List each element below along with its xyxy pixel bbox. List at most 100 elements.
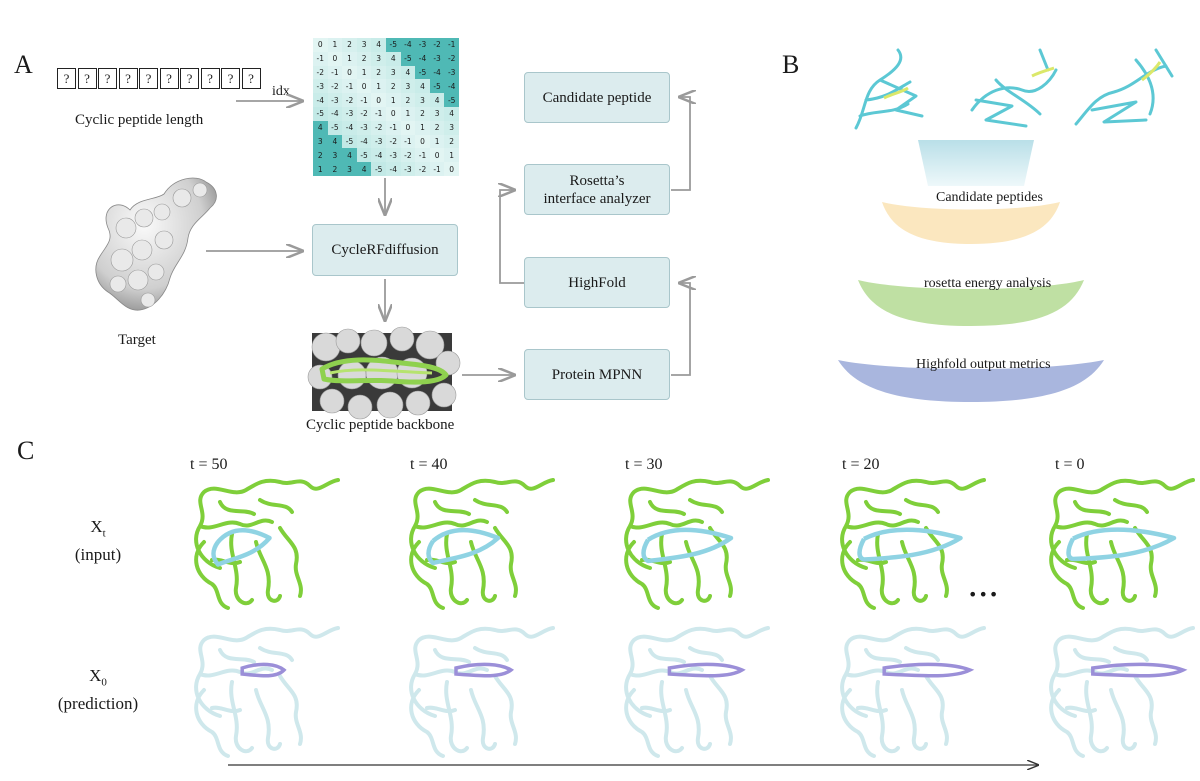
matrix-cell: -2 xyxy=(342,93,357,107)
matrix-cell: -5 xyxy=(327,120,343,135)
timestep-50: t = 50 xyxy=(190,456,228,473)
input-structure-2 xyxy=(624,478,770,610)
matrix-cell: -4 xyxy=(429,65,445,80)
matrix-cell: 4 xyxy=(444,107,459,121)
matrix-cell: -2 xyxy=(400,148,416,163)
sequence-cell: ? xyxy=(180,68,199,89)
matrix-cell: 1 xyxy=(356,65,372,80)
matrix-cell: -4 xyxy=(342,120,357,135)
timestep-20: t = 20 xyxy=(842,456,880,473)
matrix-cell: 3 xyxy=(342,162,357,176)
target-label: Target xyxy=(118,332,156,348)
matrix-cell: -3 xyxy=(415,38,430,52)
matrix-cell: -3 xyxy=(327,93,343,107)
matrix-cell: 1 xyxy=(327,38,343,52)
matrix-cell: 0 xyxy=(342,65,357,80)
matrix-cell: -3 xyxy=(342,107,357,121)
panel-c-label: C xyxy=(17,436,35,465)
prediction-structure-0 xyxy=(194,626,340,758)
matrix-cell: -5 xyxy=(342,134,357,149)
matrix-cell: 0 xyxy=(386,107,401,121)
matrix-cell: 2 xyxy=(313,148,328,163)
target-protein-surface xyxy=(95,177,217,311)
matrix-cell: 2 xyxy=(386,79,401,94)
matrix-cell: 0 xyxy=(429,148,445,163)
matrix-cell: 3 xyxy=(356,38,372,52)
panel-a-label: A xyxy=(14,50,33,79)
cyclic-peptide-backbone-image xyxy=(307,326,461,420)
sequence-cell: ? xyxy=(118,68,138,89)
matrix-cell: 3 xyxy=(415,93,430,107)
highfold-box: HighFold xyxy=(524,257,670,308)
timestep-30: t = 30 xyxy=(625,456,663,473)
row1-subscript: t xyxy=(102,527,106,540)
row1-note: (input) xyxy=(74,545,122,565)
matrix-cell: 4 xyxy=(371,38,386,52)
matrix-cell: 0 xyxy=(327,51,343,66)
prediction-structure-4 xyxy=(1049,626,1195,758)
matrix-cell: 3 xyxy=(327,148,343,163)
matrix-cell: -1 xyxy=(415,148,430,163)
matrix-cell: -1 xyxy=(371,107,386,121)
matrix-cell: -2 xyxy=(327,79,343,94)
row2-note: (prediction) xyxy=(57,694,139,714)
matrix-cell: -2 xyxy=(429,38,445,52)
funnel-label-rosetta: rosetta energy analysis xyxy=(924,276,1052,291)
matrix-cell: 3 xyxy=(386,65,401,80)
matrix-cell: -2 xyxy=(356,107,372,121)
matrix-cell: -5 xyxy=(415,65,430,80)
funnel-label-highfold: Highfold output metrics xyxy=(916,357,1051,372)
matrix-cell: -5 xyxy=(429,79,445,94)
sequence-length-label: Cyclic peptide length xyxy=(75,112,204,128)
matrix-cell: 3 xyxy=(429,107,445,121)
sequence-cell: ? xyxy=(241,68,261,89)
protein-mpnn-box: Protein MPNN xyxy=(524,349,670,400)
matrix-cell: -3 xyxy=(444,65,459,80)
matrix-cell: -2 xyxy=(371,120,386,135)
matrix-cell: -3 xyxy=(386,148,401,163)
sequence-cell: ? xyxy=(77,68,97,89)
matrix-cell: -1 xyxy=(313,51,328,66)
row2-subscript: 0 xyxy=(101,676,107,689)
matrix-cell: -5 xyxy=(356,148,372,163)
matrix-cell: -1 xyxy=(327,65,343,80)
matrix-cell: 0 xyxy=(313,38,328,52)
sequence-cell: ? xyxy=(57,68,76,89)
matrix-cell: 4 xyxy=(313,120,328,135)
matrix-cell: 1 xyxy=(342,51,357,66)
prediction-structure-2 xyxy=(624,626,770,758)
matrix-cell: 4 xyxy=(415,79,430,94)
matrix-cell: 2 xyxy=(429,120,445,135)
matrix-cell: 1 xyxy=(415,120,430,135)
matrix-cell: 4 xyxy=(342,148,357,163)
matrix-cell: -5 xyxy=(313,107,328,121)
input-structure-4 xyxy=(1049,478,1195,610)
matrix-cell: -1 xyxy=(400,134,416,149)
matrix-cell: 3 xyxy=(371,51,386,66)
matrix-cell: -2 xyxy=(415,162,430,176)
matrix-cell: -3 xyxy=(400,162,416,176)
matrix-cell: 0 xyxy=(400,120,416,135)
backbone-label: Cyclic peptide backbone xyxy=(306,417,455,433)
matrix-cell: 1 xyxy=(400,107,416,121)
matrix-cell: -4 xyxy=(400,38,416,52)
matrix-cell: 0 xyxy=(444,162,459,176)
ellipsis: ••• xyxy=(968,585,1000,604)
sequence-strip: ?????????? xyxy=(57,68,267,90)
matrix-cell: -3 xyxy=(356,120,372,135)
matrix-cell: 3 xyxy=(400,79,416,94)
sequence-cell: ? xyxy=(139,68,158,89)
matrix-cell: -4 xyxy=(356,134,372,149)
matrix-cell: 0 xyxy=(415,134,430,149)
matrix-cell: 2 xyxy=(400,93,416,107)
matrix-cell: 2 xyxy=(444,134,459,149)
matrix-cell: 2 xyxy=(356,51,372,66)
matrix-cell: 1 xyxy=(386,93,401,107)
row-label-input: Xt (input) xyxy=(58,516,138,565)
funnel-label-candidates: Candidate peptides xyxy=(936,190,1043,205)
matrix-cell: 4 xyxy=(429,93,445,107)
sequence-cell: ? xyxy=(200,68,220,89)
sequence-cell: ? xyxy=(159,68,179,89)
matrix-cell: -2 xyxy=(386,134,401,149)
matrix-cell: 4 xyxy=(327,134,343,149)
